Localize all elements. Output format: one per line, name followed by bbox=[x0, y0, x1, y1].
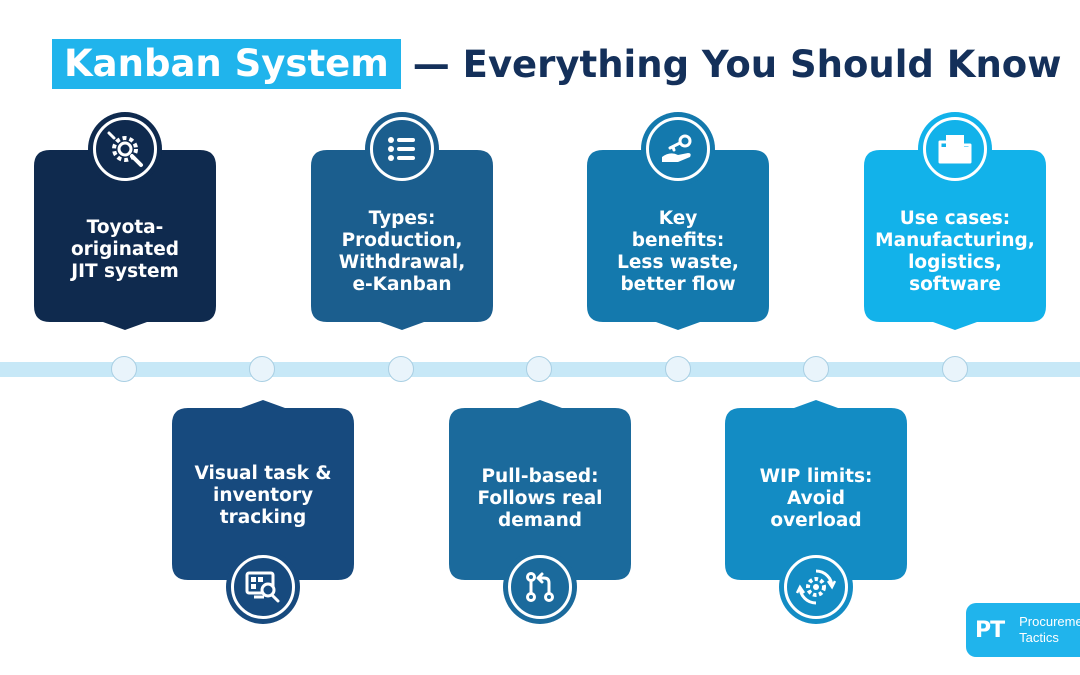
card-icon-circle bbox=[779, 550, 853, 624]
pull-request-icon bbox=[508, 555, 572, 619]
card-shape bbox=[311, 150, 493, 330]
card-shape bbox=[34, 150, 216, 330]
card-text: WIP limits: Avoid overload bbox=[759, 466, 873, 531]
card-text: Toyota- originated JIT system bbox=[70, 217, 180, 282]
folder-icon bbox=[923, 117, 987, 181]
timeline-dot bbox=[111, 356, 137, 382]
card-shape bbox=[587, 150, 769, 330]
card-text: Pull-based: Follows real demand bbox=[477, 466, 603, 531]
timeline-dot bbox=[249, 356, 275, 382]
card-shape bbox=[864, 150, 1046, 330]
timeline-dot bbox=[803, 356, 829, 382]
card-toyota-origin: Toyota- originated JIT system bbox=[34, 112, 216, 330]
title-rest: — Everything You Should Know bbox=[412, 42, 1062, 86]
timeline-dot bbox=[665, 356, 691, 382]
list-icon bbox=[370, 117, 434, 181]
card-visual-tracking: Visual task & inventory tracking bbox=[172, 400, 354, 624]
card-key-benefits: Key benefits: Less waste, better flow bbox=[587, 112, 769, 330]
card-pull-based: Pull-based: Follows real demand bbox=[449, 400, 631, 624]
card-shape bbox=[725, 400, 907, 580]
logo-mark: PT bbox=[975, 617, 1005, 643]
monitor-search-icon bbox=[231, 555, 295, 619]
card-icon-circle bbox=[226, 550, 300, 624]
card-icon-circle bbox=[503, 550, 577, 624]
timeline-dot bbox=[942, 356, 968, 382]
title-highlight: Kanban System bbox=[52, 39, 401, 89]
card-shape bbox=[172, 400, 354, 580]
card-icon-circle bbox=[641, 112, 715, 186]
timeline-dot bbox=[526, 356, 552, 382]
card-icon-circle bbox=[88, 112, 162, 186]
card-icon-circle bbox=[918, 112, 992, 186]
card-text: Types: Production, Withdrawal, e-Kanban bbox=[338, 208, 466, 295]
gear-wrench-icon bbox=[93, 117, 157, 181]
timeline-dot bbox=[388, 356, 414, 382]
card-types: Types: Production, Withdrawal, e-Kanban bbox=[311, 112, 493, 330]
logo-text: Procurement Tactics bbox=[1019, 614, 1080, 645]
hand-key-icon bbox=[646, 117, 710, 181]
logo: PT Procurement Tactics bbox=[966, 603, 1080, 657]
card-icon-circle bbox=[365, 112, 439, 186]
card-text: Use cases: Manufacturing, logistics, sof… bbox=[875, 208, 1035, 295]
card-text: Key benefits: Less waste, better flow bbox=[617, 208, 739, 295]
gear-cycle-icon bbox=[784, 555, 848, 619]
card-use-cases: Use cases: Manufacturing, logistics, sof… bbox=[864, 112, 1046, 330]
page-title: Kanban System — Everything You Should Kn… bbox=[52, 38, 1061, 90]
card-text: Visual task & inventory tracking bbox=[194, 463, 332, 528]
card-shape bbox=[449, 400, 631, 580]
card-wip-limits: WIP limits: Avoid overload bbox=[725, 400, 907, 624]
